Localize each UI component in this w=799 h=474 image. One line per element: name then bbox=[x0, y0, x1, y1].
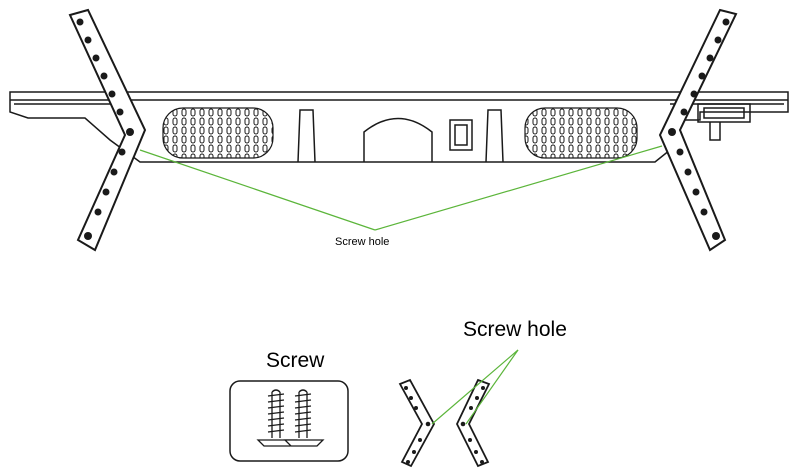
screw-hole-label-top: Screw hole bbox=[335, 236, 390, 248]
screw-label: Screw bbox=[266, 349, 325, 372]
small-stand-leg-left bbox=[398, 378, 436, 468]
speaker-grille-left bbox=[162, 107, 274, 159]
stand-leg-right bbox=[658, 8, 738, 252]
screw-hole-leader-lines-small bbox=[431, 349, 519, 425]
screw-icon bbox=[256, 389, 298, 447]
screw-icon bbox=[283, 389, 325, 447]
stand-leg-left bbox=[68, 8, 147, 252]
connector-block bbox=[697, 103, 751, 141]
center-features bbox=[297, 109, 504, 163]
screw-hole-label-bottom: Screw hole bbox=[463, 318, 567, 341]
speaker-grille-right bbox=[524, 107, 638, 159]
small-stand-leg-right bbox=[455, 378, 491, 468]
screw-hole-leader-lines bbox=[139, 145, 663, 231]
screw-box bbox=[229, 380, 349, 462]
